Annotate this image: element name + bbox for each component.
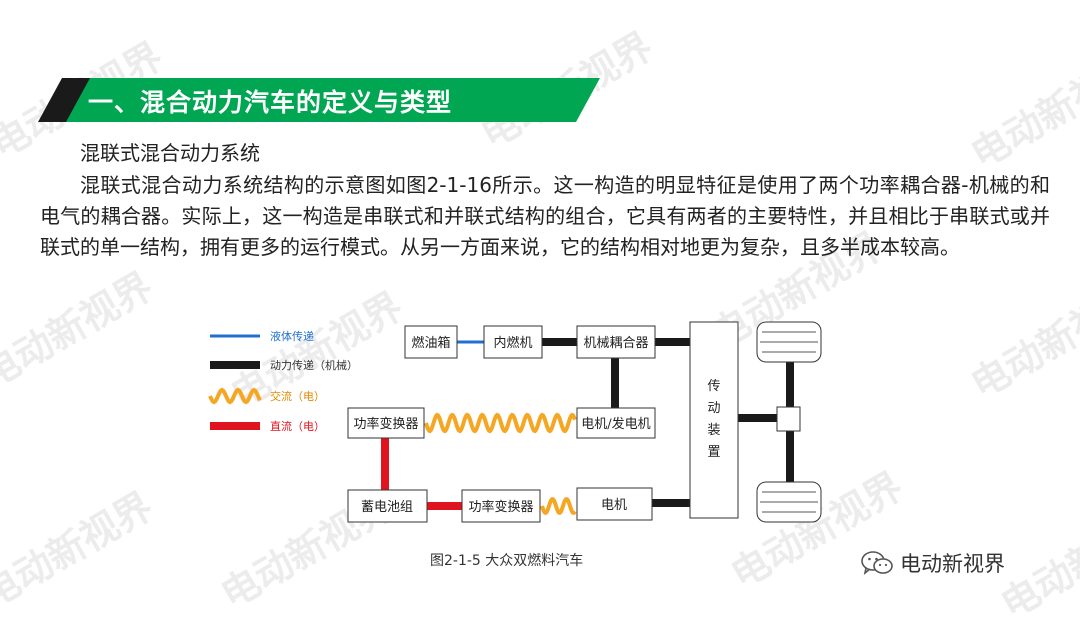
brand-name: 电动新视界 bbox=[900, 552, 1005, 576]
box-mech-coupler-label: 机械耦合器 bbox=[583, 336, 648, 351]
link-converter-motor-ac bbox=[540, 497, 577, 515]
legend: 液体传递 动力传递（机械） 交流（电） 直流（电） bbox=[208, 329, 358, 433]
box-power-converter-top-label: 功率变换器 bbox=[353, 416, 418, 432]
link-converter-motorgen-ac bbox=[424, 412, 577, 434]
box-power-converter-bottom-label: 功率变换器 bbox=[468, 499, 533, 515]
watermark: 电动新视界 bbox=[0, 263, 161, 398]
box-engine-label: 内燃机 bbox=[493, 335, 532, 351]
transmission-char: 装 bbox=[707, 423, 720, 438]
subheading: 混联式混合动力系统 bbox=[80, 141, 260, 165]
transmission-char: 传 bbox=[707, 379, 720, 394]
box-mech-coupler: 机械耦合器 bbox=[576, 325, 656, 359]
box-power-converter-bottom: 功率变换器 bbox=[461, 489, 541, 523]
box-motor-generator-label: 电机/发电机 bbox=[581, 416, 650, 432]
title-bar bbox=[38, 78, 600, 122]
differential bbox=[776, 406, 801, 432]
watermark: 电动新视界 bbox=[963, 273, 1080, 408]
transmission-char: 动 bbox=[707, 401, 720, 416]
legend-label-mechanical: 动力传递（机械） bbox=[270, 358, 358, 372]
box-fuel-tank: 燃油箱 bbox=[404, 325, 458, 359]
figure-caption: 图2-1-5 大众双燃料汽车 bbox=[430, 553, 584, 569]
box-motor-label: 电机 bbox=[601, 498, 627, 513]
section-title: 一、混合动力汽车的定义与类型 bbox=[88, 88, 453, 117]
hybrid-system-diagram: 液体传递 动力传递（机械） 交流（电） 直流（电） 燃油箱 内燃机 机械耦合器 … bbox=[208, 321, 822, 523]
wheel-bottom bbox=[756, 481, 822, 523]
box-battery: 蓄电池组 bbox=[347, 489, 428, 523]
transmission-char: 置 bbox=[707, 445, 720, 460]
wheel-top bbox=[756, 321, 822, 363]
legend-label-liquid: 液体传递 bbox=[270, 329, 314, 343]
box-power-converter-top: 功率变换器 bbox=[347, 407, 425, 439]
box-fuel-tank-label: 燃油箱 bbox=[411, 335, 450, 351]
legend-wave-ac bbox=[208, 387, 262, 405]
legend-label-dc: 直流（电） bbox=[270, 419, 325, 433]
legend-label-ac: 交流（电） bbox=[270, 389, 325, 403]
wechat-icon bbox=[861, 551, 893, 575]
box-transmission-label: 传动装置 bbox=[707, 379, 720, 460]
body-paragraph: 混联式混合动力系统结构的示意图如图2-1-16所示。这一构造的明显特征是使用了两… bbox=[40, 173, 1050, 259]
box-battery-label: 蓄电池组 bbox=[361, 500, 413, 515]
box-motor: 电机 bbox=[576, 487, 653, 521]
box-engine: 内燃机 bbox=[483, 325, 543, 359]
box-motor-generator: 电机/发电机 bbox=[576, 407, 656, 439]
box-transmission: 传动装置 bbox=[689, 321, 739, 519]
watermark: 电动新视界 bbox=[0, 483, 161, 618]
brand: 电动新视界 bbox=[860, 548, 1005, 578]
